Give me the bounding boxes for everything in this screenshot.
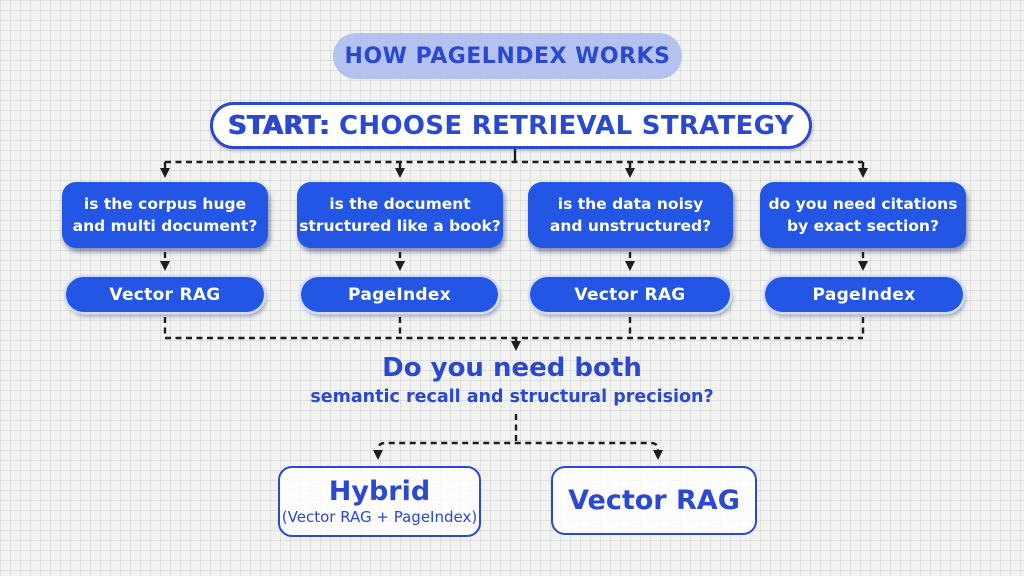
outcome-hybrid-subtitle: (Vector RAG + PageIndex) <box>281 508 478 527</box>
answer-pill-pageindex-2: PageIndex <box>765 277 963 312</box>
answer-pill-vector-rag-2: Vector RAG <box>530 277 730 312</box>
decision-box-citations: do you need citations by exact section? <box>760 182 966 248</box>
outcome-hybrid: Hybrid (Vector RAG + PageIndex) <box>278 466 481 537</box>
decision-question: is the corpus huge <box>83 194 247 213</box>
decision-box-structured: is the document structured like a book? <box>297 182 503 248</box>
start-node: START: CHOOSE RETRIEVAL STRATEGY <box>210 102 812 149</box>
decision-question: and unstructured? <box>549 217 712 235</box>
merge-question: Do you need both semantic recall and str… <box>0 353 1024 407</box>
outcome-vector-rag-title: Vector RAG <box>568 484 740 516</box>
decision-question: is the document <box>329 194 471 213</box>
decision-question: is the data noisy <box>557 194 704 213</box>
start-label: CHOOSE RETRIEVAL STRATEGY <box>339 110 794 141</box>
answer-pill-pageindex-1: PageIndex <box>301 277 498 312</box>
decision-box-corpus: is the corpus huge and multi document? <box>62 182 268 248</box>
decision-question: do you need citations <box>768 194 958 213</box>
decision-question: structured like a book? <box>299 217 501 235</box>
decision-box-noisy: is the data noisy and unstructured? <box>528 182 733 248</box>
answer-pill-vector-rag-1: Vector RAG <box>66 277 264 312</box>
decision-question: and multi document? <box>72 217 258 235</box>
outcome-vector-rag: Vector RAG <box>551 466 757 535</box>
start-prefix: START: <box>228 110 331 141</box>
outcome-hybrid-title: Hybrid <box>328 475 431 507</box>
merge-question-line2: semantic recall and structural precision… <box>310 386 714 407</box>
merge-question-line1: Do you need both <box>382 353 642 384</box>
title-badge: HOW PAGELNDEX WORKS <box>333 33 682 79</box>
decision-question: by exact section? <box>787 217 939 235</box>
